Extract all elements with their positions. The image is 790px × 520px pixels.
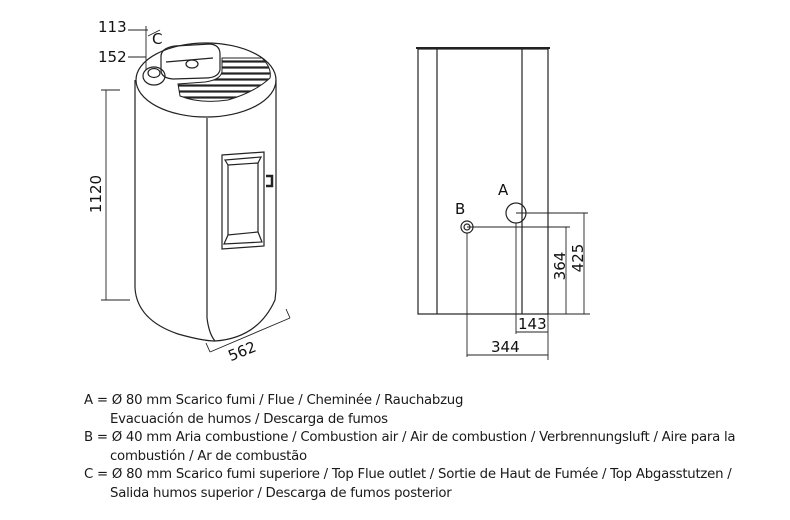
stove-perspective-view — [134, 42, 277, 342]
top-ellipse — [135, 42, 277, 118]
legend-c-line1: C = Ø 80 mm Scarico fumi superiore / Top… — [84, 467, 732, 482]
dimension-height-left — [101, 89, 130, 301]
legend-b-line1: B = Ø 40 mm Aria combustione / Combustio… — [84, 430, 736, 445]
stove-body-outline — [134, 80, 277, 342]
dimension-flue-offsets — [128, 26, 161, 70]
top-grate — [177, 57, 271, 102]
dim-425-label: 425 — [569, 244, 587, 273]
dim-113-label: 113 — [98, 18, 127, 36]
legend: A = Ø 80 mm Scarico fumi / Flue / Chemin… — [84, 392, 784, 503]
dim-152-label: 152 — [98, 48, 127, 66]
legend-a-line1: A = Ø 80 mm Scarico fumi / Flue / Chemin… — [84, 393, 464, 408]
dim-143-label: 143 — [518, 315, 547, 333]
stove-rear-view — [416, 47, 550, 315]
legend-a-line2: Evacuación de humos / Descarga de fumos — [110, 411, 388, 427]
dim-1120-label: 1120 — [87, 175, 105, 213]
door-frame — [221, 151, 265, 250]
dim-562-label: 562 — [225, 338, 258, 365]
dim-344-label: 344 — [491, 338, 520, 356]
lid-knob — [185, 59, 199, 69]
legend-b-line2: combustión / Ar de combustão — [110, 448, 307, 464]
top-flue-outlet — [142, 66, 166, 86]
dim-364-label: 364 — [551, 252, 569, 281]
legend-c-line2: Salida humos superior / Descarga de fumo… — [110, 485, 452, 501]
label-b: B — [455, 200, 465, 218]
door-handle — [266, 174, 274, 188]
dimension-rear — [466, 212, 590, 360]
label-c: C — [152, 30, 162, 48]
door-glass — [227, 162, 259, 236]
top-lid — [160, 43, 221, 80]
dimension-depth — [205, 308, 291, 353]
label-a: A — [498, 181, 509, 199]
